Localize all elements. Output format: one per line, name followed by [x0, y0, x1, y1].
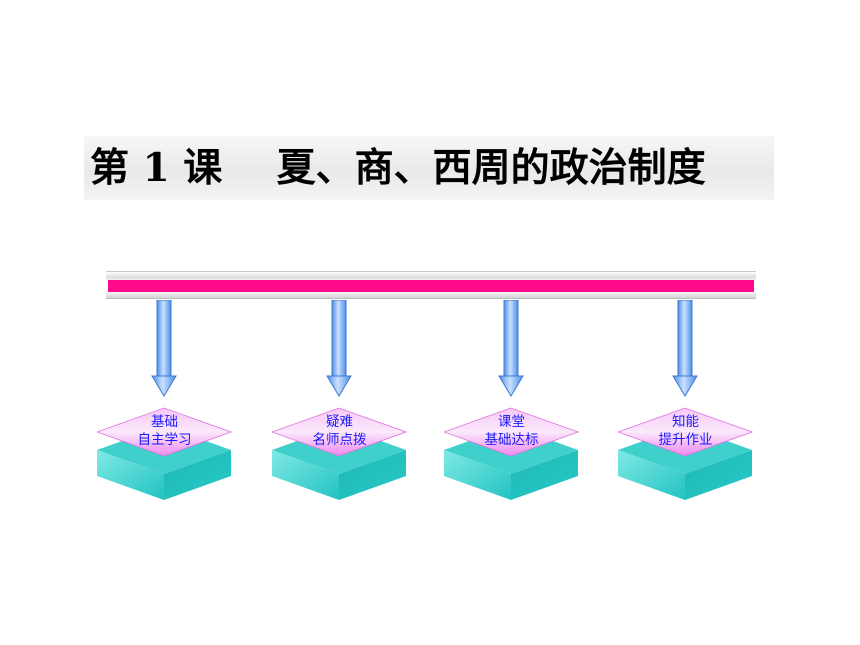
connector-bar [106, 271, 756, 299]
node-shape [444, 407, 579, 500]
node-label-line2: 提升作业 [658, 432, 713, 448]
node-shape [97, 407, 232, 500]
arrow-down-icon [151, 300, 177, 397]
flow-node-4[interactable]: 知能 提升作业 [618, 0, 753, 645]
node-label-line2: 基础达标 [484, 432, 539, 448]
flow-node-3[interactable]: 课堂 基础达标 [444, 0, 579, 645]
arrow-down-icon [498, 300, 524, 397]
flow-node-2[interactable]: 疑难 名师点拨 [272, 0, 407, 645]
node-label-line2: 自主学习 [137, 432, 192, 448]
node-label-line1: 基础 [151, 414, 178, 430]
node-shape [272, 407, 407, 500]
flow-node-1[interactable]: 基础 自主学习 [97, 0, 232, 645]
node-label-line1: 知能 [672, 414, 699, 430]
page-title: 第 1 课 夏、商、西周的政治制度 [90, 145, 706, 191]
connector-bar-fill [108, 280, 754, 292]
node-label-line1: 疑难 [326, 414, 353, 430]
title-banner [84, 136, 774, 200]
arrow-down-icon [326, 300, 352, 397]
arrow-down-icon [672, 300, 698, 397]
node-label-line2: 名师点拨 [312, 432, 367, 448]
node-label-line1: 课堂 [498, 414, 525, 430]
node-shape [618, 407, 753, 500]
